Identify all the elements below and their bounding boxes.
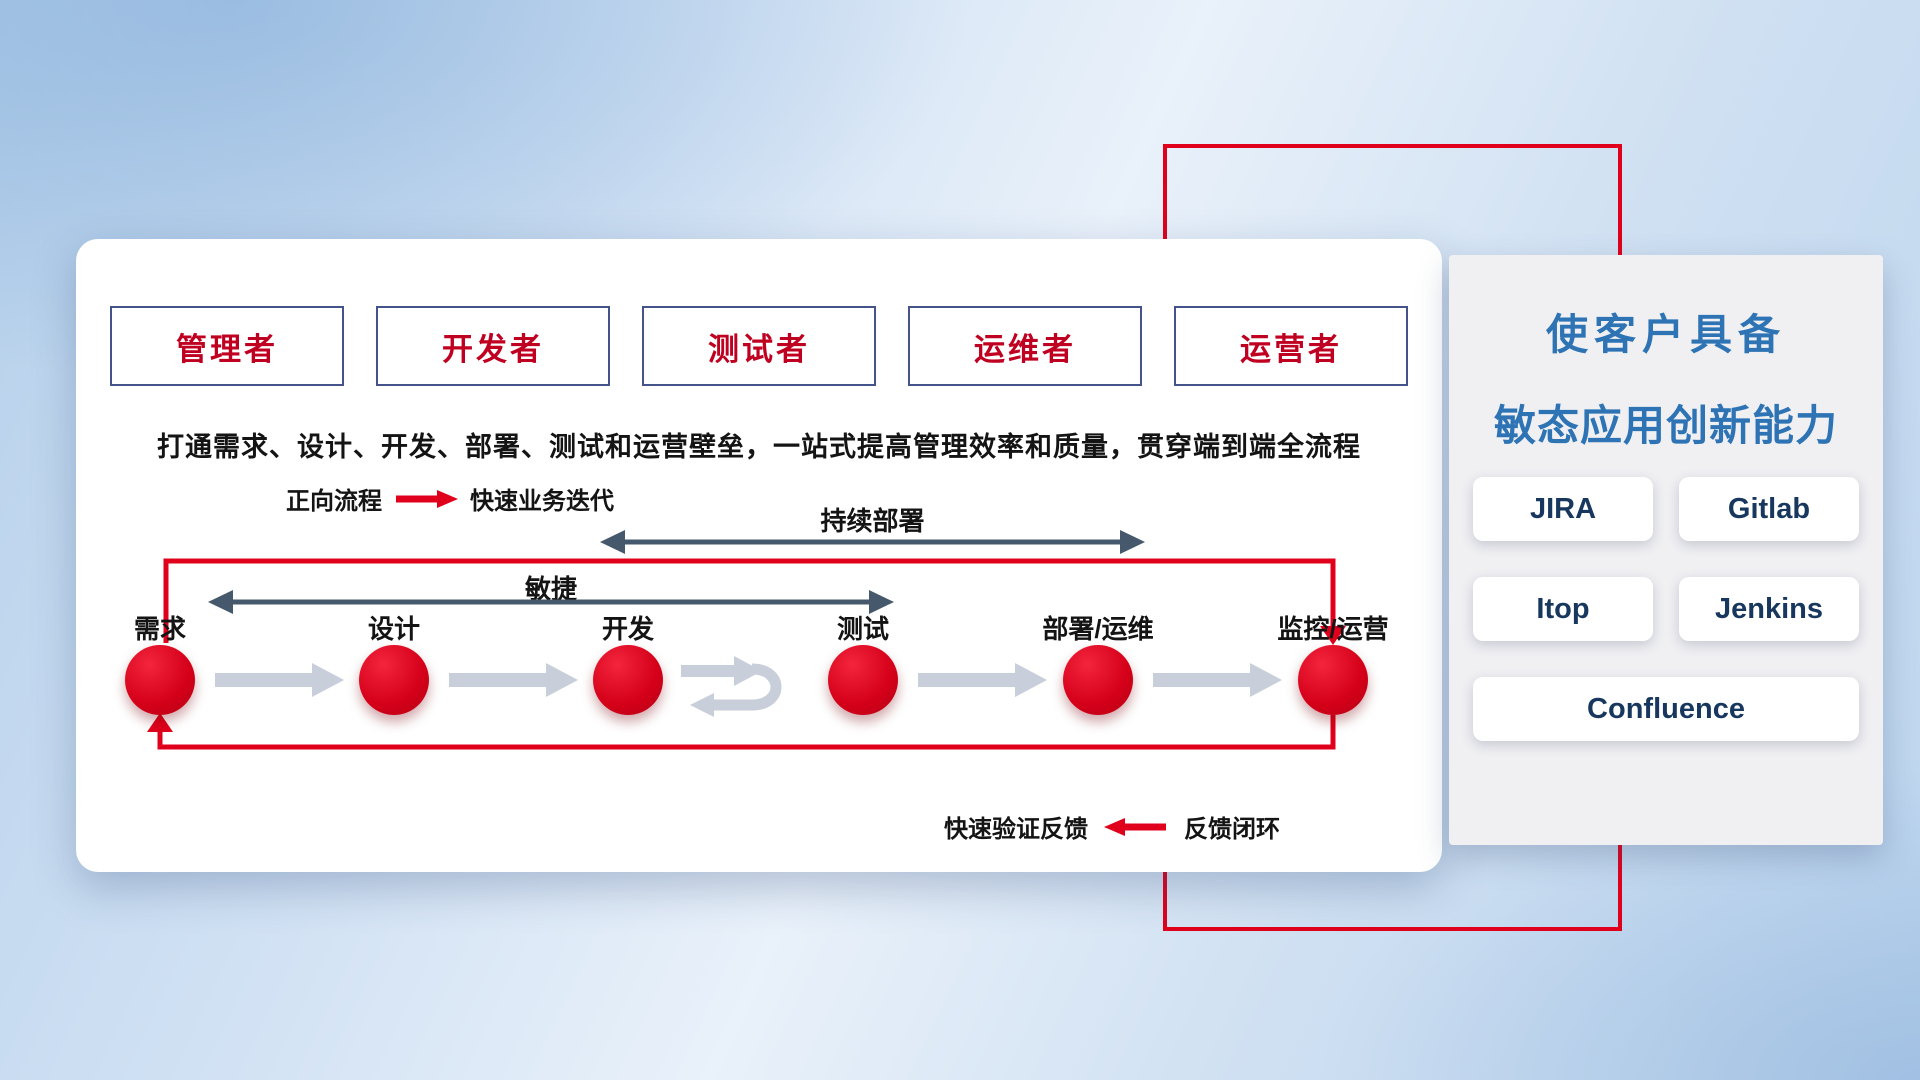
role-label-tester: 测试者 xyxy=(708,331,810,367)
forward-loop-line xyxy=(163,558,1346,645)
stage-label-development: 开发 xyxy=(601,614,654,644)
legend-feedback-label: 快速验证反馈 xyxy=(944,816,1088,843)
capability-panel: 使客户具备 敏态应用创新能力 JIRA Gitlab Itop Jenkins … xyxy=(1449,255,1883,845)
flow-step-arrow-2 xyxy=(449,663,578,697)
panel-title: 使客户具备 敏态应用创新能力 xyxy=(1449,301,1883,453)
panel-title-line2: 敏态应用创新能力 xyxy=(1493,402,1838,449)
feedback-loop-line xyxy=(147,713,1336,750)
agile-span-arrow xyxy=(208,590,894,614)
stage-node-development xyxy=(593,645,663,715)
role-box-developer: 开发者 xyxy=(376,306,610,386)
iterate-arrow xyxy=(681,656,782,717)
panel-title-line1: 使客户具备 xyxy=(1545,311,1786,358)
roles-row: 管理者 开发者 测试者 运维者 运营者 xyxy=(110,306,1408,386)
legend-forward-value: 快速业务迭代 xyxy=(470,488,614,515)
forward-arrow-icon xyxy=(396,489,458,508)
stage-label-design: 设计 xyxy=(367,614,420,644)
role-box-operations: 运维者 xyxy=(908,306,1142,386)
stage-label-deploy-ops: 部署/运维 xyxy=(1042,614,1154,644)
role-box-business-operator: 运营者 xyxy=(1174,306,1408,386)
tool-button-jira: JIRA xyxy=(1473,477,1653,541)
flow-step-arrow-1 xyxy=(215,663,344,697)
stage-label-requirements: 需求 xyxy=(133,614,186,644)
stage-node-design xyxy=(359,645,429,715)
description-text: 打通需求、设计、开发、部署、测试和运营壁垒，一站式提高管理效率和质量，贯穿端到端… xyxy=(157,432,1361,462)
stage-label-testing: 测试 xyxy=(836,614,889,644)
role-label-developer: 开发者 xyxy=(442,331,544,367)
role-label-business-operator: 运营者 xyxy=(1240,331,1342,367)
flow-step-arrow-3 xyxy=(918,663,1047,697)
role-label-manager: 管理者 xyxy=(176,331,278,367)
role-box-manager: 管理者 xyxy=(110,306,344,386)
legend-feedback: 快速验证反馈 反馈闭环 xyxy=(944,809,1280,844)
stage-label-monitor-ops: 监控/运营 xyxy=(1277,614,1389,644)
role-box-tester: 测试者 xyxy=(642,306,876,386)
legend-feedback-value: 反馈闭环 xyxy=(1184,816,1280,843)
legend-forward-label: 正向流程 xyxy=(286,488,382,515)
devops-flow-card: 管理者 开发者 测试者 运维者 运营者 打通需求、设计、开发、部署、测试和运营壁… xyxy=(76,239,1442,872)
stage-node-monitor-ops xyxy=(1298,645,1368,715)
stage-node-testing xyxy=(828,645,898,715)
tool-buttons: JIRA Gitlab Itop Jenkins Confluence xyxy=(1473,477,1859,741)
legend-forward: 正向流程 快速业务迭代 xyxy=(286,481,614,516)
role-label-operations: 运维者 xyxy=(974,331,1076,367)
agile-label: 敏捷 xyxy=(524,574,577,604)
tool-button-itop: Itop xyxy=(1473,577,1653,641)
continuous-deploy-span-arrow xyxy=(600,530,1145,554)
continuous-deploy-label: 持续部署 xyxy=(820,506,925,536)
stage-node-requirements xyxy=(125,645,195,715)
flow-step-arrow-4 xyxy=(1153,663,1282,697)
tool-button-gitlab: Gitlab xyxy=(1679,477,1859,541)
stage-node-deploy-ops xyxy=(1063,645,1133,715)
tool-button-jenkins: Jenkins xyxy=(1679,577,1859,641)
tool-button-confluence: Confluence xyxy=(1473,677,1859,741)
flow-arrows-layer xyxy=(147,530,1346,750)
feedback-arrow-icon xyxy=(1104,817,1166,836)
